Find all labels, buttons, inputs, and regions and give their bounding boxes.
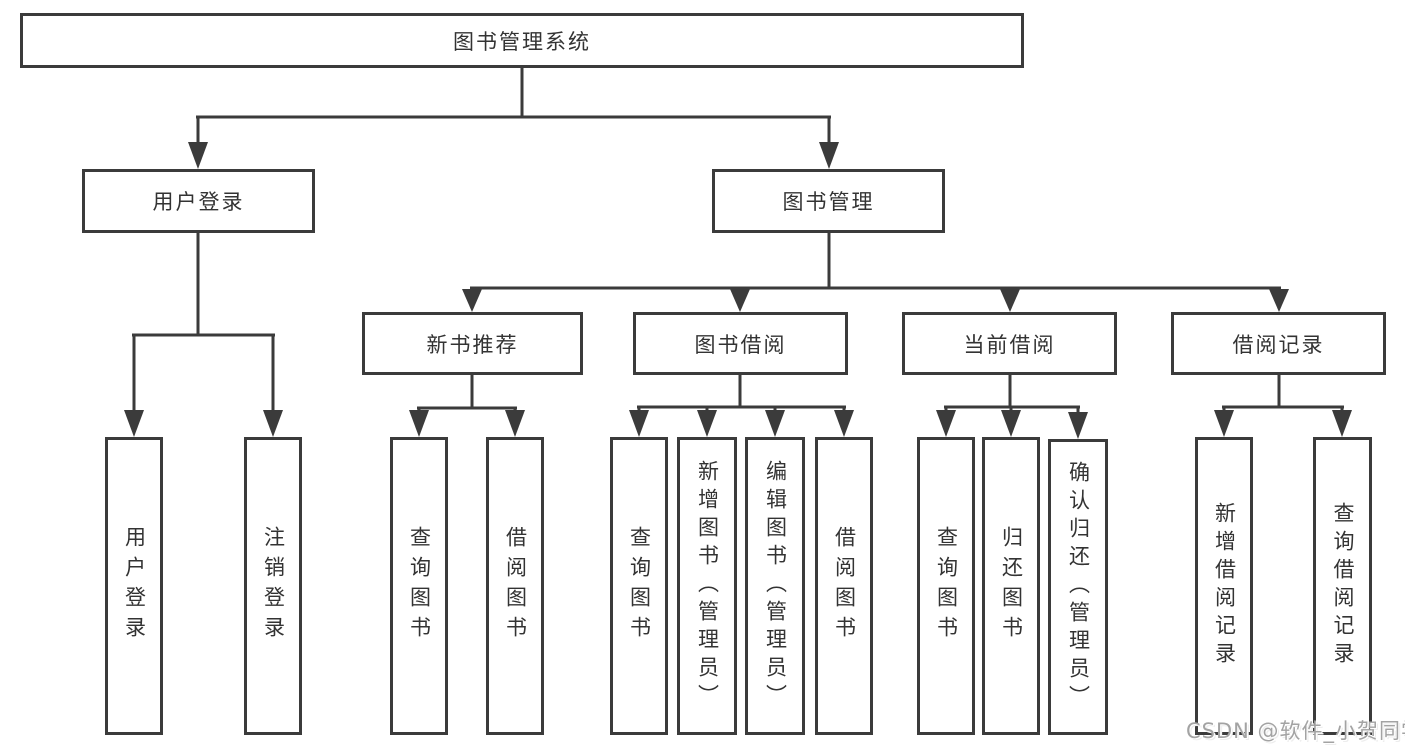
leaf-current-query-book: 查询图书 xyxy=(917,437,975,735)
leaf-newbook-borrow: 借阅图书 xyxy=(486,437,544,735)
node-new-book-recommend: 新书推荐 xyxy=(362,312,583,375)
csdn-watermark: CSDN @软件_小贺同学 xyxy=(1186,719,1405,743)
node-user-login: 用户登录 xyxy=(82,169,315,233)
leaf-return-book: 归还图书 xyxy=(982,437,1040,735)
node-book-management: 图书管理 xyxy=(712,169,945,233)
node-current-borrow: 当前借阅 xyxy=(902,312,1117,375)
node-borrow-record: 借阅记录 xyxy=(1171,312,1386,375)
connector-book-mgmt xyxy=(462,233,1289,312)
leaf-borrow-book: 借阅图书 xyxy=(815,437,873,735)
leaf-newbook-query: 查询图书 xyxy=(390,437,448,735)
leaf-add-borrow-record: 新增借阅记录 xyxy=(1195,437,1253,735)
connector-root xyxy=(188,68,839,169)
connector-book-borrow xyxy=(629,375,854,437)
leaf-confirm-return-admin: 确认归还（管理员） xyxy=(1048,439,1108,735)
leaf-logout: 注销登录 xyxy=(244,437,302,735)
leaf-user-login: 用户登录 xyxy=(105,437,163,735)
leaf-query-borrow-record: 查询借阅记录 xyxy=(1313,437,1372,735)
connector-current-borrow xyxy=(936,375,1088,439)
connector-user-login xyxy=(124,233,283,437)
node-root-system: 图书管理系统 xyxy=(20,13,1024,68)
node-book-borrow: 图书借阅 xyxy=(633,312,848,375)
connector-new-book xyxy=(409,375,525,437)
connector-borrow-record xyxy=(1214,375,1352,437)
leaf-borrow-query-book: 查询图书 xyxy=(610,437,668,735)
leaf-borrow-add-book-admin: 新增图书（管理员） xyxy=(677,437,737,735)
leaf-borrow-edit-book-admin: 编辑图书（管理员） xyxy=(745,437,805,735)
